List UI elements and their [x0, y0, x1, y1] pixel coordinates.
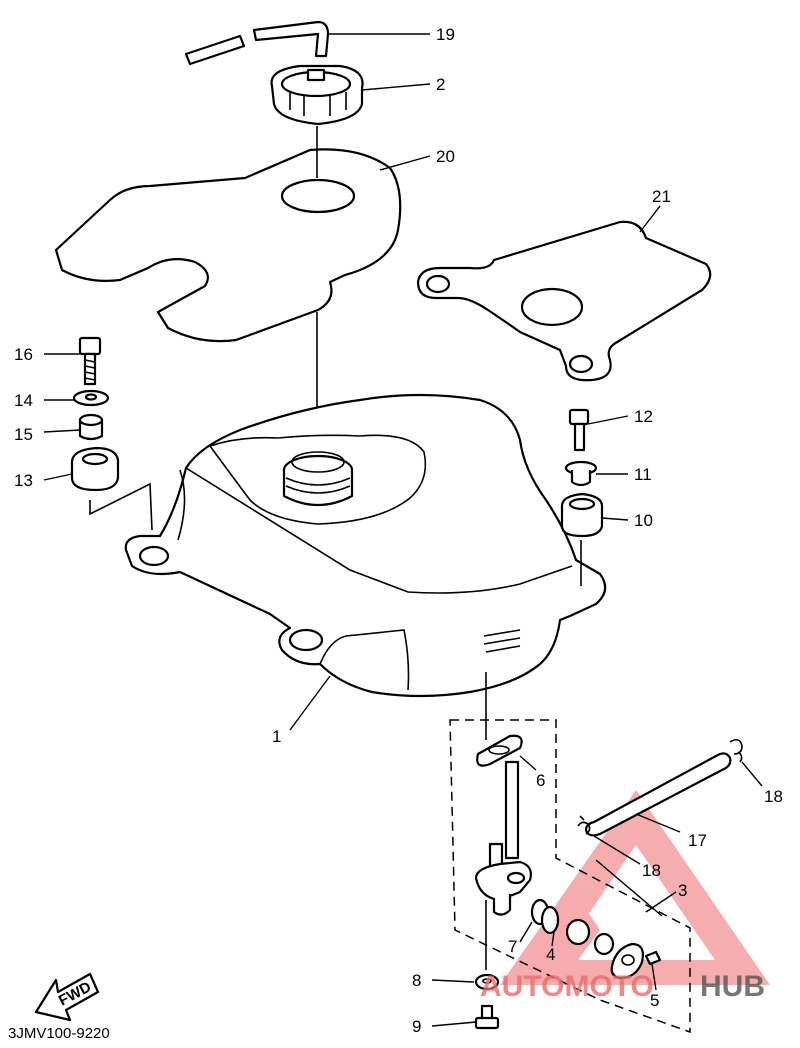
- callout-18-mid: 18: [642, 861, 661, 880]
- watermark-part-b: HUB: [700, 970, 765, 1003]
- lever-rod: [584, 752, 732, 837]
- callout-19: 19: [436, 25, 455, 44]
- washer-14: [72, 389, 110, 407]
- callout-1: 1: [272, 727, 281, 746]
- callout-7: 7: [508, 937, 517, 956]
- watermark-part-a: AUTOMOTO: [480, 970, 654, 1003]
- callout-10: 10: [634, 511, 653, 530]
- callout-8: 8: [412, 971, 421, 990]
- fuel-cock: [474, 760, 532, 916]
- callout-20: 20: [436, 147, 455, 166]
- collar-11: [564, 460, 598, 487]
- callout-14: 14: [14, 391, 33, 410]
- callout-21: 21: [652, 187, 671, 206]
- collar-15: [78, 413, 104, 441]
- leader-lines: [43, 33, 763, 1027]
- washer-8: [474, 973, 500, 991]
- gasket-6: [476, 734, 523, 767]
- callout-6: 6: [536, 771, 545, 790]
- callouts: 19 2 20 21 16 14 15 13 12 11 10 1 6 18 1…: [14, 25, 783, 1036]
- diagram-code: 3JMV100-9220: [8, 1025, 110, 1042]
- callout-13: 13: [14, 471, 33, 490]
- callout-5: 5: [650, 991, 659, 1010]
- bolt-9: [474, 1004, 500, 1030]
- callout-11: 11: [634, 465, 652, 484]
- bolt-16: [78, 336, 102, 386]
- clip-18-mid: [577, 815, 591, 835]
- cock-parts: [530, 859, 663, 980]
- callout-12: 12: [634, 407, 653, 426]
- fuel-cap: [270, 64, 364, 126]
- clip-18-top: [729, 738, 743, 763]
- damper-10: [560, 492, 604, 538]
- watermark-text: AUTOMOTO HUB: [480, 970, 765, 1003]
- fuel-tank: [124, 393, 607, 698]
- callout-15: 15: [14, 425, 33, 444]
- callout-2: 2: [436, 75, 445, 94]
- callout-16: 16: [14, 345, 33, 364]
- callout-3: 3: [678, 881, 687, 900]
- callout-18-top: 18: [764, 787, 783, 806]
- callout-4: 4: [546, 945, 555, 964]
- bolt-12: [568, 408, 590, 452]
- callout-17: 17: [688, 831, 707, 850]
- breather-hose: [184, 20, 330, 66]
- damper-13: [70, 446, 120, 492]
- gasket: [416, 220, 712, 382]
- callout-9: 9: [412, 1017, 421, 1036]
- fwd-arrow-icon: FWD: [34, 972, 100, 1022]
- tank-pad: [54, 148, 402, 343]
